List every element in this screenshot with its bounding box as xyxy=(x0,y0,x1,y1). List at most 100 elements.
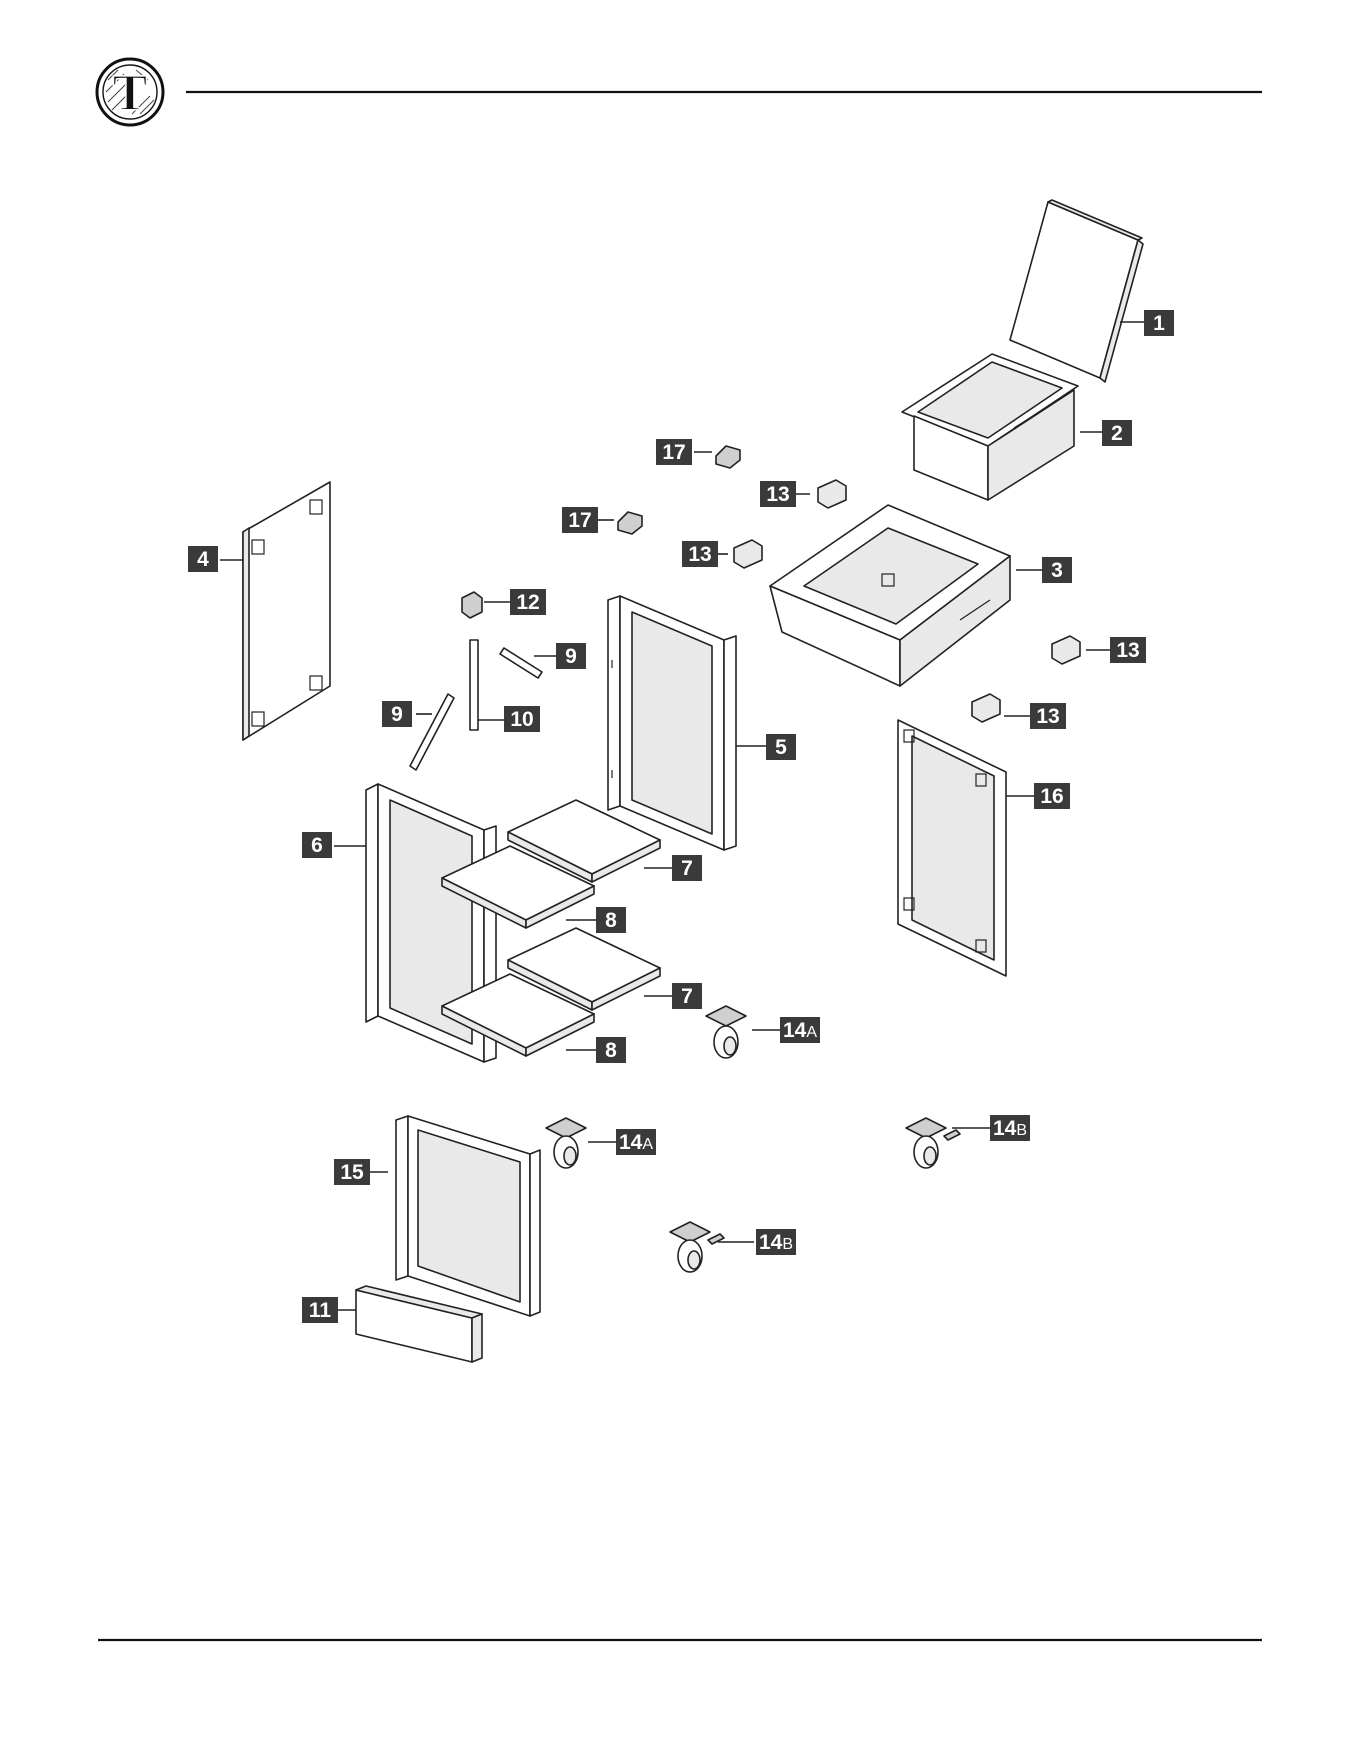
part-label-16: 16 xyxy=(1034,783,1070,809)
part-12-bracket xyxy=(462,592,482,618)
part-4-side-panel xyxy=(243,482,330,740)
part-11-kick-panel xyxy=(356,1286,482,1362)
part-label-1: 1 xyxy=(1144,310,1174,336)
part-label-text: 7 xyxy=(681,985,693,1008)
part-label-13a: 13 xyxy=(760,481,796,507)
part-13-fitting-c xyxy=(1052,636,1080,664)
part-label-text: 11 xyxy=(309,1299,332,1322)
part-14b-caster-left xyxy=(670,1222,724,1272)
part-label-17a: 17 xyxy=(656,439,692,465)
part-number: 17 xyxy=(568,509,591,532)
part-label-14a1: 14A xyxy=(780,1017,820,1043)
part-13-fitting-b xyxy=(734,540,762,568)
part-17-clip-b xyxy=(618,512,642,534)
part-label-text: 7 xyxy=(681,857,693,880)
part-number: 15 xyxy=(340,1161,364,1184)
part-number: 13 xyxy=(688,543,711,566)
part-label-text: 17 xyxy=(568,509,591,532)
part-label-10: 10 xyxy=(504,706,540,732)
part-number: 5 xyxy=(775,736,787,759)
part-label-text: 5 xyxy=(775,736,787,759)
part-label-13c: 13 xyxy=(1110,637,1146,663)
part-number: 14 xyxy=(619,1131,643,1154)
part-number: 10 xyxy=(510,708,533,731)
part-label-text: 13 xyxy=(688,543,711,566)
part-number: 9 xyxy=(565,645,577,668)
part-number: 14 xyxy=(783,1019,807,1042)
part-14a-caster-left xyxy=(546,1118,586,1168)
part-3-top-frame xyxy=(770,505,1010,686)
part-label-text: 1 xyxy=(1153,312,1165,335)
part-variant-suffix: B xyxy=(782,1236,793,1253)
part-number: 13 xyxy=(766,483,789,506)
part-number: 7 xyxy=(681,857,693,880)
part-label-text: 17 xyxy=(662,441,685,464)
part-number: 14 xyxy=(759,1231,783,1254)
part-label-8a: 8 xyxy=(596,907,626,933)
part-label-5: 5 xyxy=(766,734,796,760)
part-number: 4 xyxy=(197,548,209,571)
part-number: 13 xyxy=(1036,705,1059,728)
part-number: 2 xyxy=(1111,422,1123,445)
part-label-text: 13 xyxy=(766,483,789,506)
part-label-4: 4 xyxy=(188,546,218,572)
part-label-text: 15 xyxy=(340,1161,364,1184)
part-15-door-frame xyxy=(396,1116,540,1316)
part-13-fitting-d xyxy=(972,694,1000,722)
part-17-clip-a xyxy=(716,446,740,468)
part-number: 13 xyxy=(1116,639,1139,662)
part-1-lid xyxy=(1010,200,1143,382)
part-label-text: 9 xyxy=(391,703,403,726)
part-10-upright-bar xyxy=(470,640,478,730)
part-variant-suffix: A xyxy=(642,1136,653,1153)
part-number: 12 xyxy=(516,591,539,614)
part-label-14b2: 14B xyxy=(756,1229,796,1255)
part-13-fitting-a xyxy=(818,480,846,508)
part-16-side-frame xyxy=(898,720,1006,976)
part-label-13b: 13 xyxy=(682,541,718,567)
part-label-2: 2 xyxy=(1102,420,1132,446)
part-label-text: 2 xyxy=(1111,422,1123,445)
part-label-11: 11 xyxy=(302,1297,338,1323)
part-14a-caster-right xyxy=(706,1006,746,1058)
part-label-9b: 9 xyxy=(556,643,586,669)
part-label-text: 8 xyxy=(605,1039,617,1062)
part-2-bin xyxy=(902,354,1078,500)
part-label-text: 8 xyxy=(605,909,617,932)
part-label-text: 10 xyxy=(510,708,533,731)
part-number: 7 xyxy=(681,985,693,1008)
part-label-text: 4 xyxy=(197,548,209,571)
part-number: 16 xyxy=(1040,785,1063,808)
part-number: 11 xyxy=(309,1299,332,1322)
part-9-bar-left xyxy=(410,694,454,770)
part-label-text: 6 xyxy=(311,834,323,857)
part-label-15: 15 xyxy=(334,1159,370,1185)
part-number: 3 xyxy=(1051,559,1063,582)
part-label-7a: 7 xyxy=(672,855,702,881)
part-label-text: 13 xyxy=(1036,705,1059,728)
part-number: 8 xyxy=(605,1039,617,1062)
part-label-text: 9 xyxy=(565,645,577,668)
part-label-text: 3 xyxy=(1051,559,1063,582)
logo-letter: T xyxy=(113,65,148,122)
part-number: 6 xyxy=(311,834,323,857)
part-label-text: 12 xyxy=(516,591,539,614)
part-variant-suffix: A xyxy=(806,1024,817,1041)
part-label-12: 12 xyxy=(510,589,546,615)
part-label-text: 16 xyxy=(1040,785,1063,808)
part-number: 14 xyxy=(993,1117,1017,1140)
part-9-bar-right xyxy=(500,648,542,678)
part-label-14b1: 14B xyxy=(990,1115,1030,1141)
part-label-14a2: 14A xyxy=(616,1129,656,1155)
brand-logo: T xyxy=(97,59,163,125)
part-label-7b: 7 xyxy=(672,983,702,1009)
part-label-6: 6 xyxy=(302,832,332,858)
part-label-9a: 9 xyxy=(382,701,412,727)
part-variant-suffix: B xyxy=(1016,1122,1027,1139)
part-label-13d: 13 xyxy=(1030,703,1066,729)
part-number: 1 xyxy=(1153,312,1165,335)
part-number: 17 xyxy=(662,441,685,464)
part-5-back-frame xyxy=(608,596,736,850)
